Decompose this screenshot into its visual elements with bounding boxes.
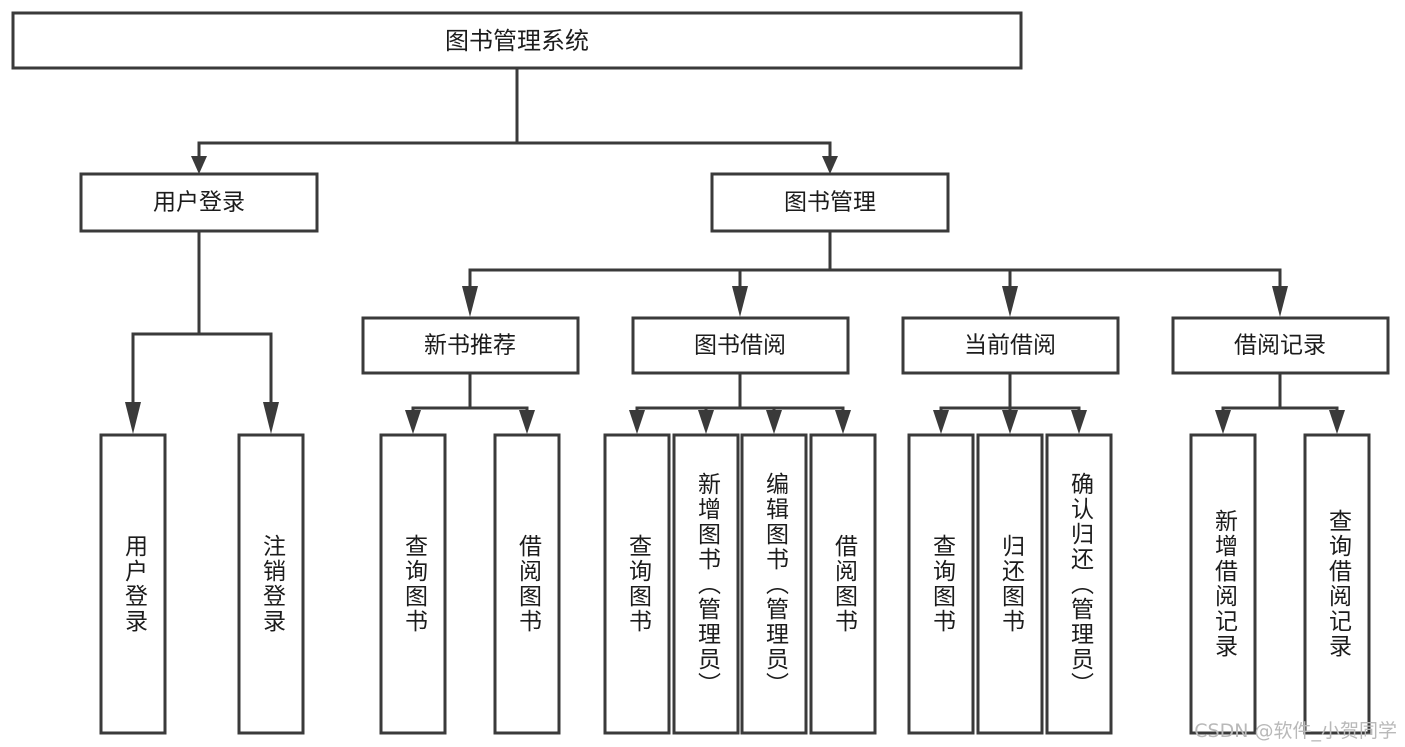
- leaf-box-borrow-book-1[interactable]: [493, 433, 561, 735]
- leaf-box-borrow-book-2[interactable]: [809, 433, 877, 735]
- leaf-box-add-book[interactable]: [672, 433, 740, 735]
- leaf-box-confirm-return[interactable]: [1045, 433, 1113, 735]
- arrow-to-leaf-query-book-3: [933, 410, 949, 434]
- node-box-user-login[interactable]: [79, 172, 319, 233]
- leaf-box-query-book-3[interactable]: [907, 433, 975, 735]
- leaf-box-query-book-2[interactable]: [603, 433, 671, 735]
- node-layer: 图书管理系统 用户登录 图书管理 新书推荐 图书借阅 当前借阅 借阅记录: [11, 11, 1390, 735]
- node-box-book-borrow[interactable]: [631, 316, 850, 375]
- arrow-to-leaf-query-book-2: [629, 410, 645, 434]
- arrow-to-book-manage: [822, 156, 838, 174]
- node-box-book-manage[interactable]: [710, 172, 950, 233]
- node-box-borrow-record[interactable]: [1171, 316, 1390, 375]
- node-label-user-login: 用户登录: [153, 190, 245, 216]
- node-label-current-borrow: 当前借阅: [964, 333, 1056, 359]
- arrow-to-leaf-confirm-return: [1071, 410, 1087, 434]
- arrow-to-current-borrow: [1002, 286, 1018, 317]
- arrow-to-leaf-edit-book: [766, 410, 782, 434]
- arrow-to-leaf-borrow-book-2: [835, 410, 851, 434]
- arrow-to-leaf-add-book: [698, 410, 714, 434]
- node-label-new-book-recommend: 新书推荐: [424, 333, 516, 359]
- node-label-book-manage: 图书管理: [784, 190, 876, 216]
- leaf-box-user-login[interactable]: [99, 433, 167, 735]
- arrow-to-book-borrow: [732, 286, 748, 317]
- arrow-to-user-login: [191, 156, 207, 174]
- node-box-root[interactable]: [11, 11, 1023, 70]
- node-label-borrow-record: 借阅记录: [1234, 333, 1326, 359]
- leaf-box-edit-book[interactable]: [740, 433, 808, 735]
- arrow-to-new-book-recommend: [462, 286, 478, 317]
- arrow-to-leaf-user-login: [125, 402, 141, 434]
- leaf-box-query-record[interactable]: [1303, 433, 1371, 735]
- leaf-box-user-logout[interactable]: [237, 433, 305, 735]
- node-box-new-book-recommend[interactable]: [361, 316, 580, 375]
- arrow-to-leaf-borrow-book-1: [519, 410, 535, 434]
- arrow-to-leaf-query-record: [1329, 410, 1345, 434]
- connector-layer: [125, 66, 1345, 434]
- leaf-box-return-book[interactable]: [976, 433, 1044, 735]
- leaf-box-add-record[interactable]: [1189, 433, 1257, 735]
- arrow-to-borrow-record: [1272, 286, 1288, 317]
- node-label-root: 图书管理系统: [445, 27, 589, 55]
- arrow-to-leaf-user-logout: [263, 402, 279, 434]
- node-box-current-borrow[interactable]: [901, 316, 1120, 375]
- node-label-book-borrow: 图书借阅: [694, 333, 786, 359]
- arrow-to-leaf-query-book-1: [405, 410, 421, 434]
- leaf-box-query-book-1[interactable]: [379, 433, 447, 735]
- arrow-to-leaf-add-record: [1215, 410, 1231, 434]
- arrow-to-leaf-return-book: [1002, 410, 1018, 434]
